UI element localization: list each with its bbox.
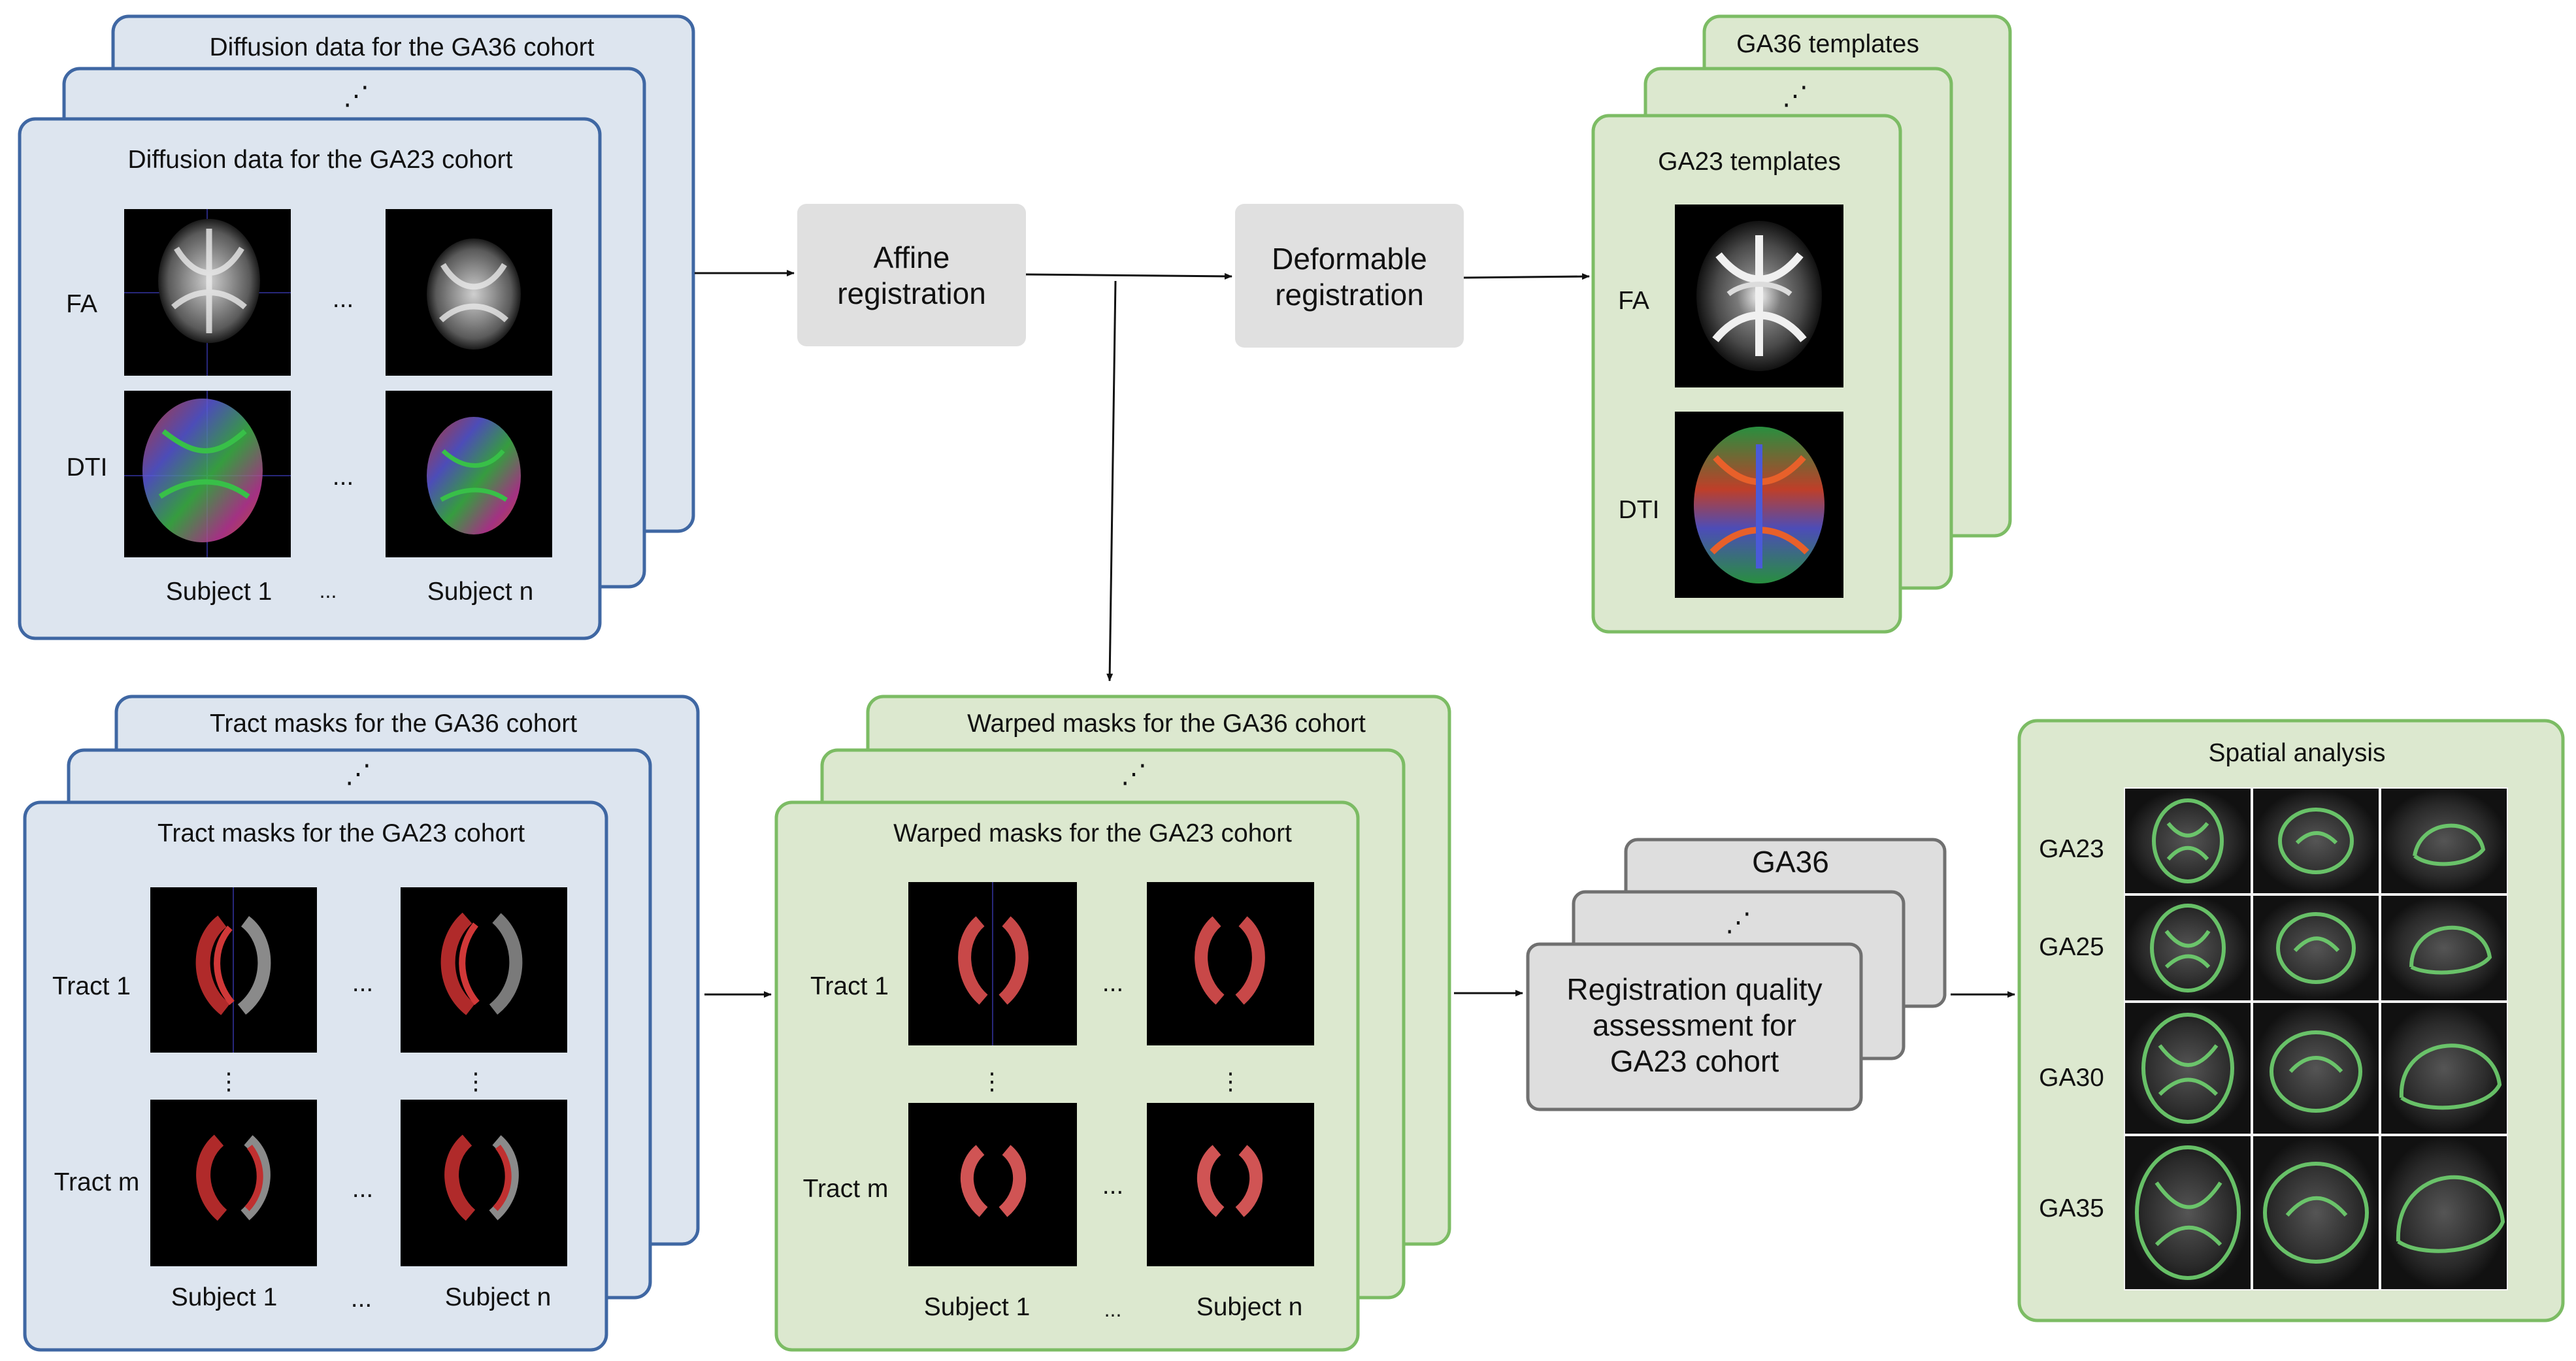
template-dti-image bbox=[1675, 412, 1843, 598]
affine-registration-box: Affine registration bbox=[797, 204, 1026, 346]
diffusion-front-title: Diffusion data for the GA23 cohort bbox=[128, 146, 513, 174]
quality-card-front bbox=[1526, 942, 1863, 1111]
warped-1-subject-1-image bbox=[908, 882, 1077, 1045]
tract-mid-dots: ⋰ bbox=[345, 760, 371, 789]
templates-back-title: GA36 templates bbox=[1736, 30, 1919, 58]
tract-1-ellipsis: ... bbox=[352, 969, 374, 997]
spatial-row-ga23: GA23 bbox=[2039, 835, 2104, 863]
warped-subject-ellipsis: ... bbox=[1104, 1298, 1122, 1321]
dti-image-subject-n bbox=[386, 391, 552, 557]
fa-image-subject-n bbox=[386, 209, 552, 376]
spatial-ga30-axial bbox=[2125, 1003, 2251, 1134]
diffusion-mid-dots: ⋰ bbox=[343, 82, 369, 110]
tract-subject-1-label: Subject 1 bbox=[171, 1283, 278, 1311]
spatial-ga35-sagittal bbox=[2381, 1136, 2507, 1289]
dti-image-subject-1 bbox=[124, 391, 291, 557]
diffusion-back-title: Diffusion data for the GA36 cohort bbox=[210, 33, 595, 61]
spatial-ga35-coronal bbox=[2253, 1136, 2379, 1289]
warped-row-1-label: Tract 1 bbox=[810, 972, 889, 1000]
quality-line-2: assessment for bbox=[1593, 1008, 1796, 1042]
spatial-row-ga25: GA25 bbox=[2039, 933, 2104, 961]
dti-ellipsis: ... bbox=[333, 463, 354, 491]
warped-subject-1-label: Subject 1 bbox=[924, 1293, 1031, 1321]
warped-1-ellipsis: ... bbox=[1102, 969, 1124, 997]
fa-ellipsis: ... bbox=[333, 285, 354, 313]
tract-card-front bbox=[23, 800, 608, 1352]
warped-front-title: Warped masks for the GA23 cohort bbox=[893, 819, 1292, 847]
deformable-line-2: registration bbox=[1275, 278, 1424, 312]
tract-row-1-label: Tract 1 bbox=[52, 972, 131, 1000]
spatial-ga30-sagittal bbox=[2381, 1003, 2507, 1134]
templates-row-dti-label: DTI bbox=[1619, 496, 1660, 524]
diffusion-row-dti-label: DTI bbox=[67, 453, 108, 482]
diffusion-subject-1-label: Subject 1 bbox=[166, 578, 272, 606]
spatial-ga25-coronal bbox=[2253, 896, 2379, 1000]
warped-vdots-left: ⋮ bbox=[980, 1068, 1004, 1094]
fa-image-subject-1 bbox=[124, 209, 291, 376]
spatial-ga35-axial bbox=[2125, 1136, 2251, 1289]
spatial-ga23-axial bbox=[2125, 789, 2251, 893]
tract-masks-stack: Tract masks for the GA36 cohort ⋰ Tract … bbox=[23, 695, 700, 1352]
quality-back-title: GA36 bbox=[1752, 845, 1829, 879]
warped-m-subject-1-image bbox=[908, 1103, 1077, 1266]
tract-row-m-label: Tract m bbox=[54, 1168, 140, 1196]
spatial-ga23-coronal bbox=[2253, 789, 2379, 893]
arrow-affine-to-warped bbox=[1106, 280, 1117, 681]
diffusion-row-fa-label: FA bbox=[66, 290, 97, 318]
tract-m-ellipsis: ... bbox=[352, 1175, 374, 1203]
deformable-registration-box: Deformable registration bbox=[1235, 204, 1464, 348]
diffusion-card-front bbox=[18, 117, 602, 640]
quality-line-1: Registration quality bbox=[1566, 972, 1822, 1006]
tract-m-subject-1-image bbox=[150, 1100, 317, 1266]
warped-masks-stack: Warped masks for the GA36 cohort ⋰ Warpe… bbox=[774, 695, 1451, 1352]
warped-row-m-label: Tract m bbox=[803, 1175, 889, 1203]
warped-m-subject-n-image bbox=[1147, 1103, 1314, 1266]
tract-1-subject-1-image bbox=[150, 887, 317, 1053]
diffusion-subject-ellipsis: ... bbox=[320, 579, 337, 602]
warped-1-subject-n-image bbox=[1147, 882, 1314, 1045]
arrow-affine-to-deformable bbox=[1025, 272, 1232, 280]
spatial-analysis-panel: Spatial analysis bbox=[2017, 719, 2565, 1322]
tract-subject-ellipsis: ... bbox=[351, 1285, 372, 1313]
templates-row-fa-label: FA bbox=[1618, 287, 1649, 315]
warped-mid-dots: ⋰ bbox=[1121, 760, 1147, 789]
tract-vdots-left: ⋮ bbox=[217, 1068, 240, 1094]
tract-1-subject-n-image bbox=[401, 887, 567, 1053]
arrow-deformable-to-templates bbox=[1463, 273, 1590, 280]
diffusion-subject-n-label: Subject n bbox=[427, 578, 534, 606]
tract-back-title: Tract masks for the GA36 cohort bbox=[210, 710, 577, 738]
quality-assessment-stack: GA36 ⋰ Registration quality assessment f… bbox=[1526, 838, 1947, 1111]
spatial-ga25-axial bbox=[2125, 896, 2251, 1000]
warped-subject-n-label: Subject n bbox=[1197, 1293, 1303, 1321]
spatial-grid bbox=[2124, 787, 2508, 1290]
spatial-title: Spatial analysis bbox=[2209, 739, 2386, 767]
quality-line-3: GA23 cohort bbox=[1610, 1044, 1779, 1078]
template-fa-image bbox=[1675, 205, 1843, 387]
templates-mid-dots: ⋰ bbox=[1782, 82, 1808, 110]
quality-mid-dots: ⋰ bbox=[1725, 908, 1751, 937]
spatial-row-ga30: GA30 bbox=[2039, 1064, 2104, 1092]
affine-line-1: Affine bbox=[874, 240, 950, 274]
spatial-ga23-sagittal bbox=[2381, 789, 2507, 893]
warped-back-title: Warped masks for the GA36 cohort bbox=[967, 710, 1366, 738]
diffusion-data-stack: Diffusion data for the GA36 cohort ⋰ Dif… bbox=[18, 14, 695, 640]
spatial-row-ga35: GA35 bbox=[2039, 1194, 2104, 1222]
tract-subject-n-label: Subject n bbox=[445, 1283, 552, 1311]
tract-vdots-right: ⋮ bbox=[464, 1068, 487, 1094]
tract-front-title: Tract masks for the GA23 cohort bbox=[157, 819, 525, 847]
warped-vdots-right: ⋮ bbox=[1219, 1068, 1242, 1094]
templates-stack: GA36 templates ⋰ GA23 templates FA DTI bbox=[1591, 14, 2012, 634]
flow-arrows bbox=[695, 270, 2015, 998]
deformable-line-1: Deformable bbox=[1272, 242, 1427, 276]
warped-m-ellipsis: ... bbox=[1102, 1172, 1124, 1200]
affine-line-2: registration bbox=[837, 276, 986, 310]
tract-m-subject-n-image bbox=[401, 1100, 567, 1266]
templates-front-title: GA23 templates bbox=[1658, 148, 1841, 176]
